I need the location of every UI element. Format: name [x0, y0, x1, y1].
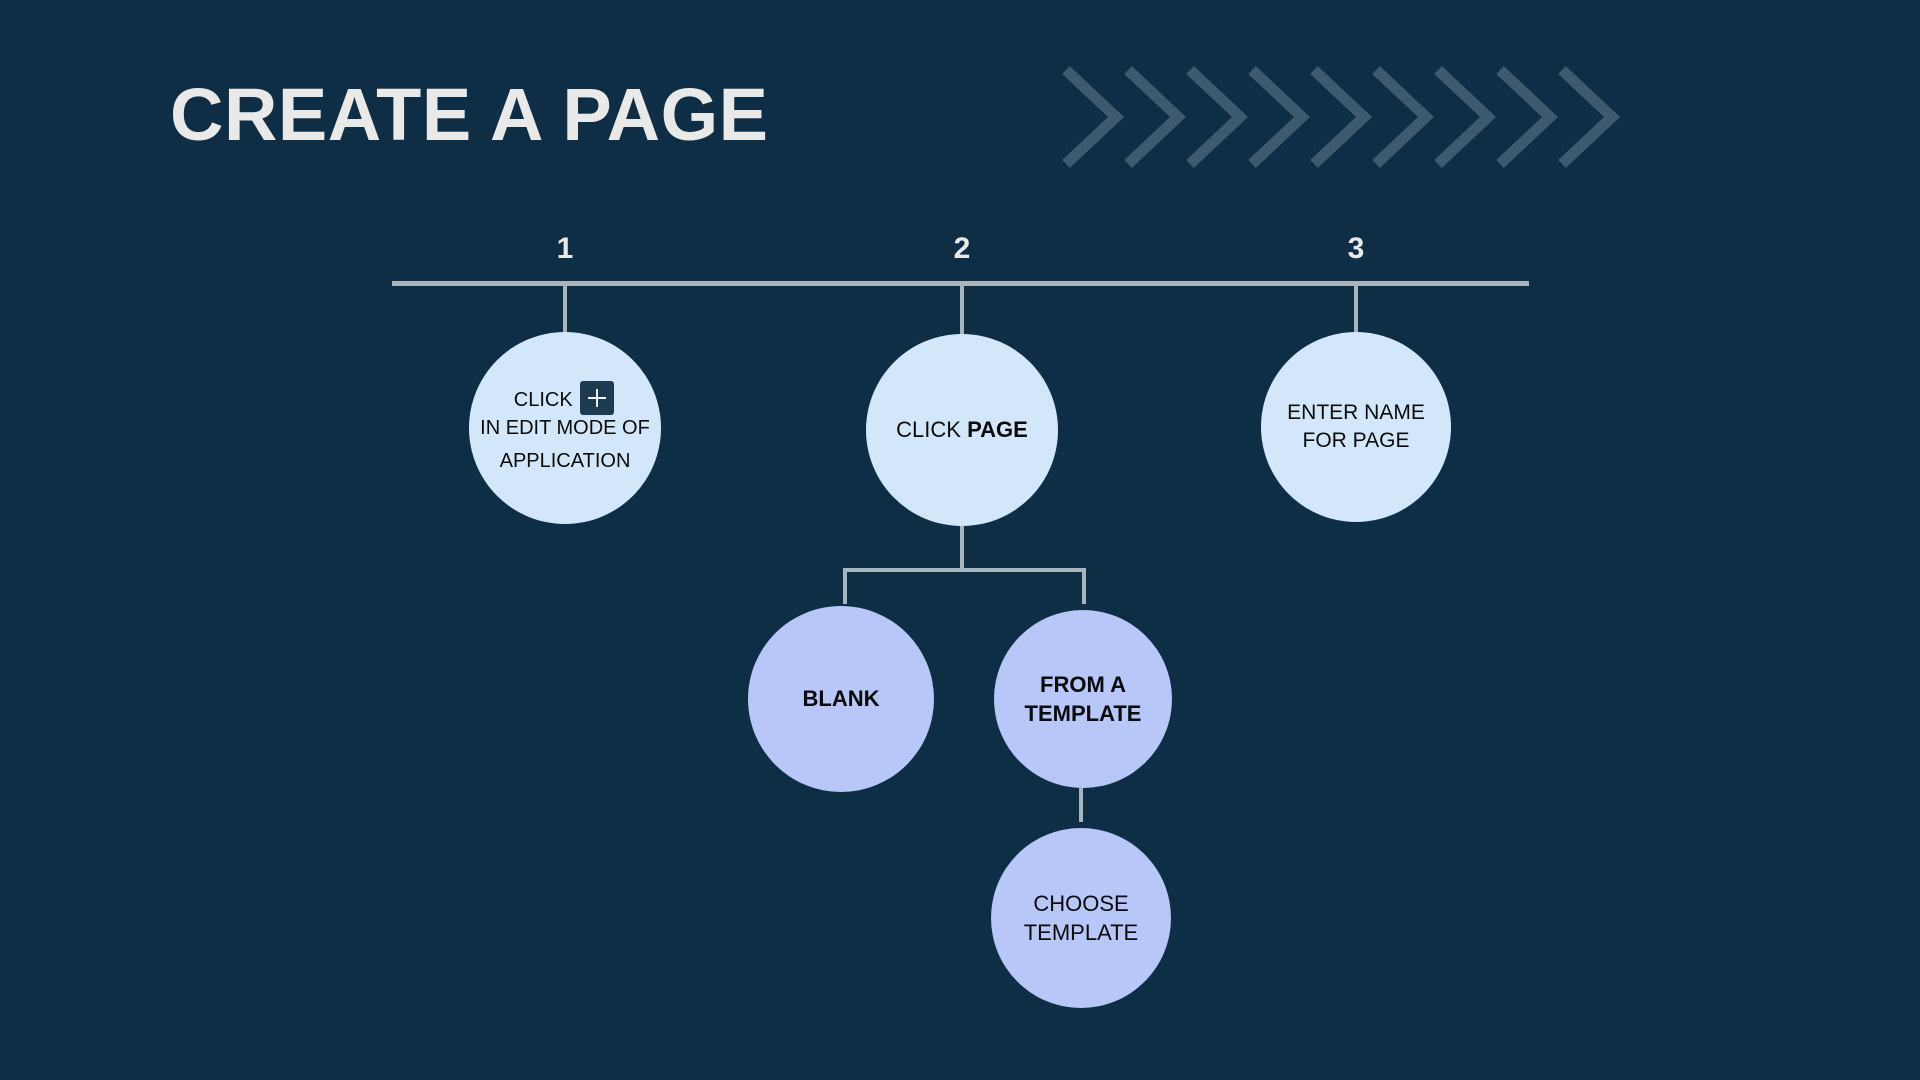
node-blank-label: BLANK	[802, 686, 880, 712]
node-choose-template-line-1: CHOOSE	[1033, 890, 1129, 916]
connector-template-down	[1079, 788, 1083, 822]
node-step-1-line-1: CLICK	[475, 381, 655, 416]
step-number-3: 3	[1347, 232, 1365, 265]
node-step-2-text: CLICK PAGE	[872, 415, 1052, 444]
node-step-1-click-label: CLICK	[513, 389, 573, 412]
connector-branch-horizontal	[843, 568, 1086, 572]
stem-step-3	[1354, 286, 1358, 342]
connector-branch-right-down	[1082, 568, 1086, 604]
node-step-3[interactable]: ENTER NAME FOR PAGE	[1261, 332, 1451, 522]
node-step-1-line-2: IN EDIT MODE OF	[480, 417, 650, 440]
stem-step-1	[563, 286, 567, 353]
node-from-template-line-1: FROM A	[1040, 671, 1126, 697]
node-step-1-line-3: APPLICATION	[499, 450, 631, 472]
step-number-2: 2	[953, 232, 971, 265]
node-from-template-line-2: TEMPLATE	[1024, 701, 1142, 726]
timeline-bar	[392, 281, 1529, 286]
node-step-3-line-2: FOR PAGE	[1302, 429, 1410, 452]
node-step-2[interactable]: CLICK PAGE	[866, 334, 1058, 526]
chevron-decoration	[1060, 62, 1680, 172]
node-choose-template-line-2: TEMPLATE	[1023, 920, 1139, 945]
stem-step-2	[960, 286, 964, 348]
node-step-2-page-label: PAGE	[967, 417, 1028, 443]
plus-square-icon[interactable]	[580, 381, 615, 416]
connector-step2-down	[960, 526, 964, 570]
node-from-template[interactable]: FROM A TEMPLATE	[994, 610, 1172, 788]
node-step-1[interactable]: CLICK IN EDIT MODE OF APPLICATION	[469, 332, 661, 524]
page-title: CREATE A PAGE	[170, 73, 769, 156]
connector-branch-left-down	[843, 568, 847, 604]
node-step-2-click-label: CLICK	[896, 417, 961, 443]
node-choose-template[interactable]: CHOOSE TEMPLATE	[991, 828, 1171, 1008]
step-number-1: 1	[556, 232, 574, 265]
chevron-right-icon-group	[1062, 65, 1621, 169]
node-blank[interactable]: BLANK	[748, 606, 934, 792]
node-step-3-line-1: ENTER NAME	[1287, 400, 1425, 424]
